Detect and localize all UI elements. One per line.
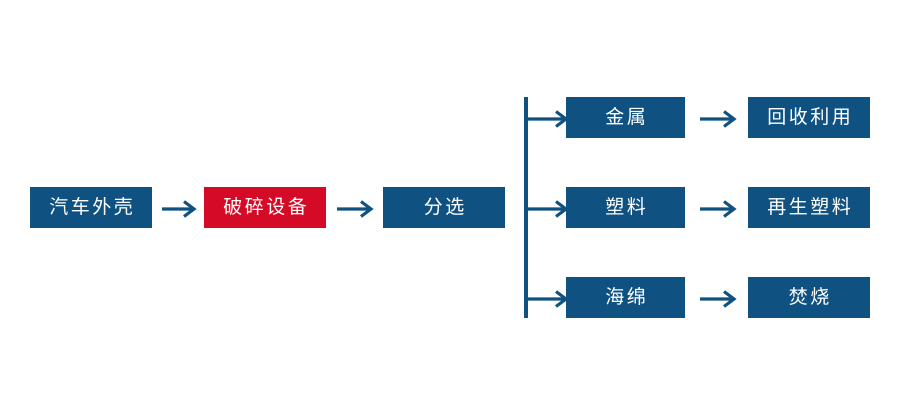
node-crusher[interactable]: 破碎设备 [204,187,326,228]
branch-arrow-icon-sponge [527,288,569,310]
branch-arrow-icon-plastic [527,198,569,220]
node-sponge[interactable]: 海绵 [566,277,685,318]
arrow-right-icon-metal-to-recycle [700,108,737,130]
node-shell[interactable]: 汽车外壳 [30,187,152,228]
branch-arrow-icon-metal [527,108,569,130]
arrow-right-icon-plastic-to-regranules [700,198,737,220]
node-incineration[interactable]: 焚烧 [748,277,870,318]
node-recycle[interactable]: 回收利用 [748,97,870,138]
node-plastic[interactable]: 塑料 [566,187,685,228]
branch-vertical-line [524,97,528,318]
node-regenerated-plastic[interactable]: 再生塑料 [748,187,870,228]
node-metal[interactable]: 金属 [566,97,685,138]
arrow-right-icon-crusher-to-sorting [337,198,374,220]
arrow-right-icon-sponge-to-incinerate [700,288,737,310]
node-sorting[interactable]: 分选 [383,187,505,228]
arrow-right-icon-shell-to-crusher [162,198,197,220]
